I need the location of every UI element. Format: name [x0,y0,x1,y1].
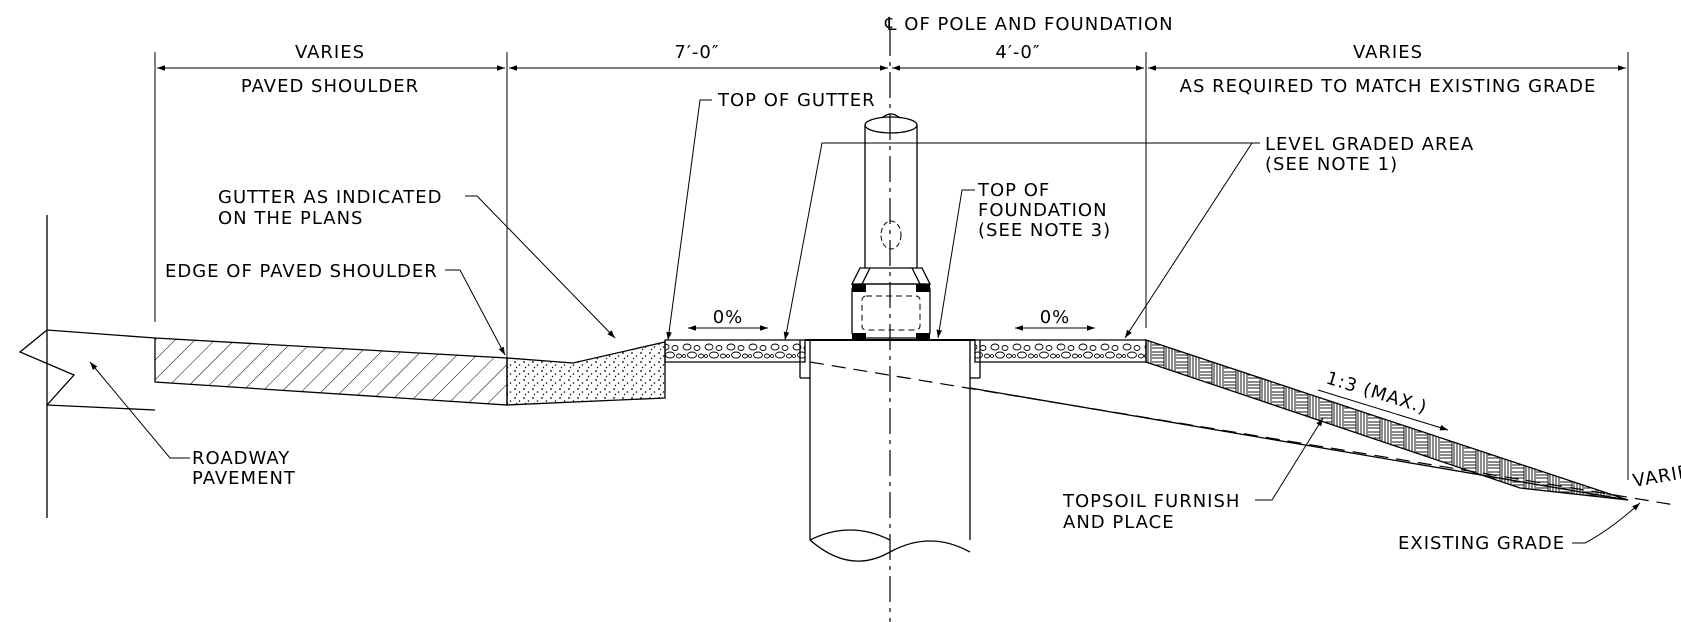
topsoil-label-line2: AND PLACE [1063,512,1175,533]
slope-max-arrow [1317,389,1449,431]
existing-grade-label: EXISTING GRADE [1398,533,1565,554]
centerline-label: ℄ OF POLE AND FOUNDATION [884,14,1174,35]
dim-4ft: 4′-0″ [995,42,1040,63]
topsoil-label: TOPSOIL FURNISH [1062,491,1240,512]
match-grade-label: AS REQUIRED TO MATCH EXISTING GRADE [1180,76,1597,97]
top-of-foundation-label: TOP OF [977,180,1050,201]
dim-7ft: 7′-0″ [674,42,719,63]
level-graded-area-right [974,339,1147,363]
gutter-label: GUTTER AS INDICATED [218,187,443,208]
slope-left-label: 0% [713,307,744,328]
foundation [799,339,981,562]
gutter [506,341,666,406]
roadway-pavement-label: ROADWAY [192,448,290,469]
dim-varies-left: VARIES [295,42,365,63]
paved-shoulder-label: PAVED SHOULDER [241,76,419,97]
level-graded-area-note: (SEE NOTE 1) [1265,154,1398,175]
level-graded-area-label: LEVEL GRADED AREA [1265,134,1474,155]
top-of-gutter-label: TOP OF GUTTER [717,90,876,111]
dim-varies-right: VARIES [1353,42,1423,63]
roadway-pavement-label-line2: PAVEMENT [192,468,296,489]
edge-of-paved-shoulder-label: EDGE OF PAVED SHOULDER [165,261,438,282]
dimension-witness-lines [154,52,1629,480]
paved-shoulder [154,337,508,406]
varies-edge-label: VARIES [1631,459,1681,492]
leader-lines [89,99,1641,544]
slope-right-label: 0% [1040,307,1071,328]
level-graded-area-left [664,339,806,363]
top-of-foundation-note: (SEE NOTE 3) [978,220,1111,241]
top-of-foundation-label-line2: FOUNDATION [978,200,1108,221]
topsoil-slope [1145,339,1629,501]
gutter-label-line2: ON THE PLANS [218,208,363,229]
existing-grade-lines [809,361,1676,506]
pole [850,113,932,339]
roadway-pavement [18,215,156,518]
